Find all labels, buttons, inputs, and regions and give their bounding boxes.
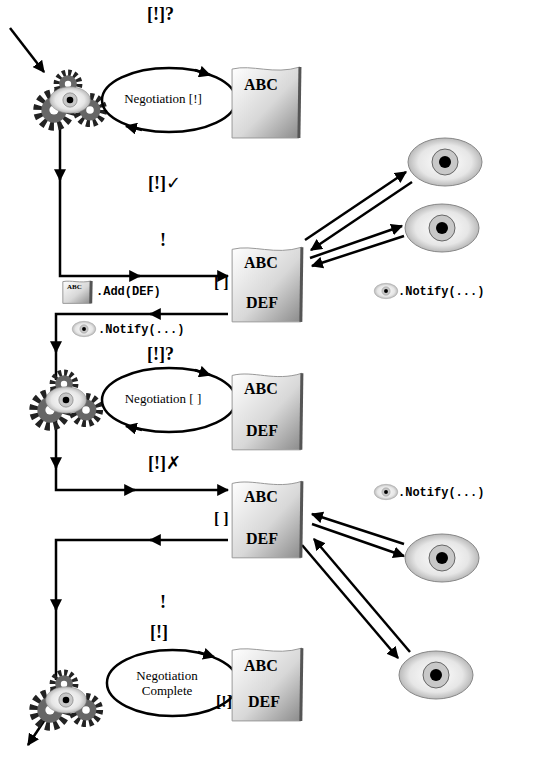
- observer-eye: [399, 651, 473, 699]
- loop-label: Negotiation [ ]: [104, 391, 222, 406]
- method-call: .Notify(...): [98, 323, 184, 337]
- negotiation-loop: [107, 650, 238, 716]
- flow-line: [56, 540, 152, 610]
- method-call: .Notify(...): [398, 486, 484, 500]
- state-marker: !: [160, 592, 166, 613]
- flow-line: [56, 466, 135, 490]
- document-text: [!]: [216, 693, 232, 711]
- document-text: ABC: [244, 254, 278, 272]
- document-sheet: [232, 67, 300, 138]
- observer-eye: [408, 138, 482, 186]
- observer-eye: [405, 204, 479, 252]
- document-outline: [230, 645, 304, 723]
- document-text: [ ]: [214, 510, 229, 528]
- document-outline: [230, 64, 302, 140]
- flow-lines: [10, 28, 228, 745]
- notify-eye-icon: [72, 321, 96, 336]
- document-edge: [301, 373, 302, 450]
- state-marker: [!]: [150, 622, 168, 643]
- document-box: ABC DEF: [230, 370, 304, 452]
- document-box: ABC: [230, 64, 302, 140]
- agent-icon: [38, 73, 103, 126]
- document-box: ABC[ ]DEF: [230, 478, 304, 560]
- document-edge: [301, 481, 302, 558]
- loop-label: Negotiation Complete: [119, 668, 215, 698]
- flow-line: [150, 539, 228, 542]
- negotiation-loop: Negotiation [ ]: [100, 366, 238, 434]
- notify-eye-icon: [374, 283, 398, 298]
- negotiation-loop: [102, 68, 236, 132]
- document-text: ABC: [244, 380, 278, 398]
- flow-line: [55, 608, 58, 680]
- document-edge: [299, 67, 300, 138]
- state-marker: [!]?: [147, 4, 174, 25]
- document-text: DEF: [246, 530, 278, 548]
- document-sheet: [232, 648, 302, 721]
- negotiation-loop: [102, 368, 236, 432]
- observer-line: [302, 545, 398, 658]
- flow-line: [133, 489, 228, 492]
- observer-eye: [405, 534, 479, 582]
- state-marker: [!]✗: [148, 452, 181, 474]
- document-box: ABC[!]DEF: [230, 645, 304, 723]
- entry-arrow: [10, 28, 44, 72]
- document-text: ABC: [244, 76, 278, 94]
- negotiation-loop: Negotiation [!]: [100, 66, 238, 134]
- loop-label: Negotiation [!]: [104, 91, 222, 106]
- exit-arrow: [28, 718, 46, 745]
- notify-eye-icon: [374, 484, 398, 499]
- document-text: ABC: [67, 283, 82, 291]
- flow-line: [150, 313, 228, 316]
- document-edge: [89, 281, 92, 303]
- method-call: .Notify(...): [398, 285, 484, 299]
- state-marker: [!]?: [147, 344, 174, 365]
- flow-line: [60, 178, 140, 276]
- observer-line: [312, 236, 404, 266]
- document-text: ABC: [244, 657, 278, 675]
- document-sheet: [63, 281, 91, 303]
- document-text: DEF: [246, 294, 278, 312]
- document-box: ABC[ ]DEF: [230, 244, 304, 324]
- document-edge: [301, 247, 302, 322]
- state-marker: [!]✓: [148, 172, 181, 194]
- observer-line: [314, 539, 410, 652]
- document-text: DEF: [248, 693, 280, 711]
- method-call: .Add(DEF): [96, 285, 161, 299]
- document-box: ABC: [62, 280, 92, 304]
- document-text: DEF: [246, 422, 278, 440]
- state-marker: !: [160, 230, 166, 251]
- document-sheet: [232, 373, 302, 450]
- document-sheet: [232, 481, 302, 558]
- agent-icon: [34, 673, 99, 726]
- observer-lines: [302, 172, 412, 658]
- flow-line: [59, 122, 62, 180]
- agent-icon: [34, 373, 99, 426]
- document-edge: [301, 648, 302, 721]
- document-text: [ ]: [214, 274, 229, 292]
- document-text: ABC: [244, 488, 278, 506]
- document-sheet: [232, 247, 302, 322]
